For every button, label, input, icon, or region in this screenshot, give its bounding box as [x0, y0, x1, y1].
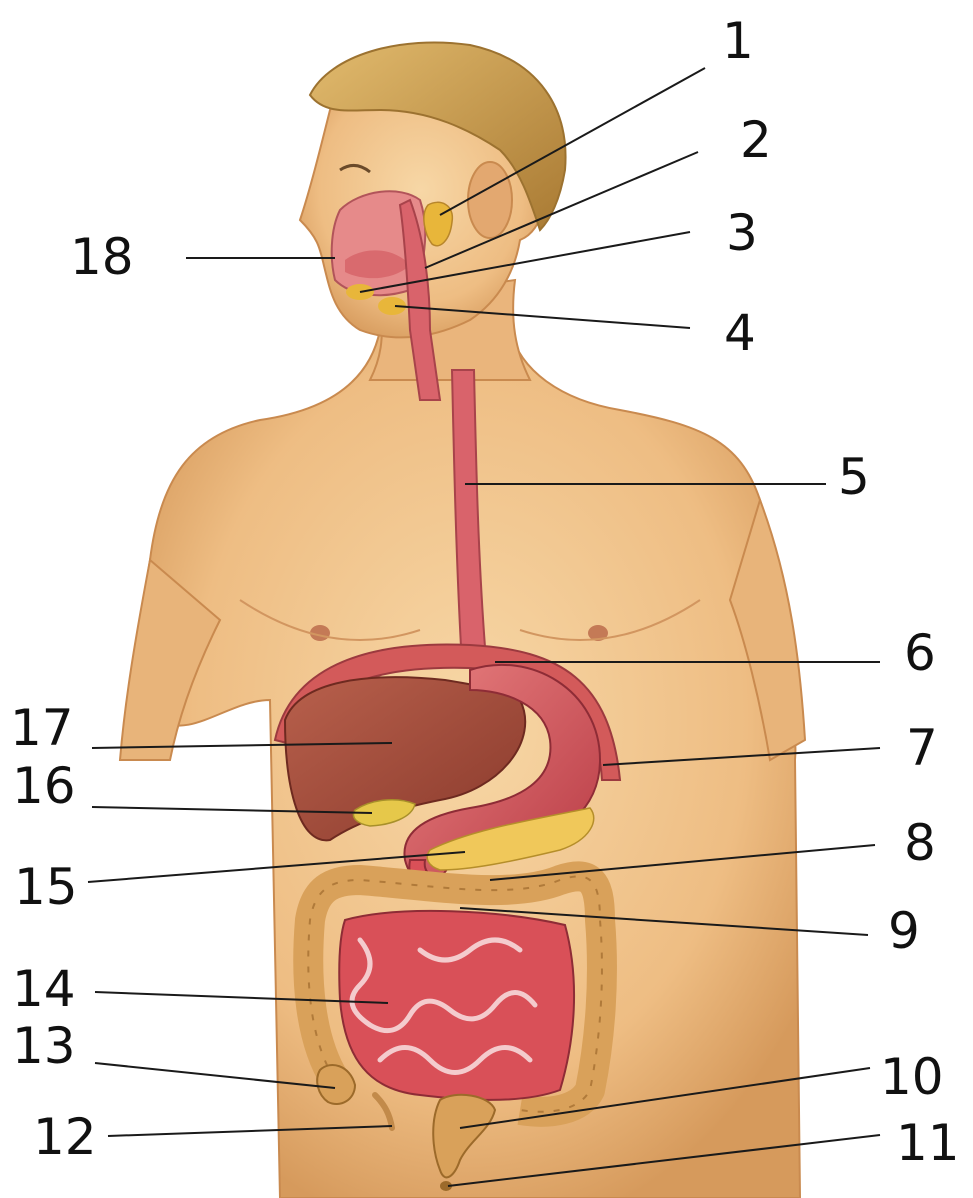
ear [468, 162, 512, 238]
label-15: 15 [14, 858, 78, 916]
label-17: 17 [10, 699, 74, 757]
label-1: 1 [722, 12, 754, 70]
label-9: 9 [888, 902, 920, 960]
label-13: 13 [12, 1017, 76, 1075]
label-4: 4 [724, 304, 756, 362]
label-2: 2 [740, 111, 772, 169]
label-6: 6 [904, 624, 936, 682]
label-3: 3 [726, 204, 758, 262]
label-10: 10 [880, 1048, 944, 1106]
label-18: 18 [70, 228, 134, 286]
label-7: 7 [906, 719, 938, 777]
label-5: 5 [838, 448, 870, 506]
label-12: 12 [33, 1108, 97, 1166]
label-16: 16 [12, 757, 76, 815]
label-14: 14 [12, 960, 76, 1018]
label-8: 8 [904, 814, 936, 872]
label-11: 11 [896, 1114, 960, 1172]
